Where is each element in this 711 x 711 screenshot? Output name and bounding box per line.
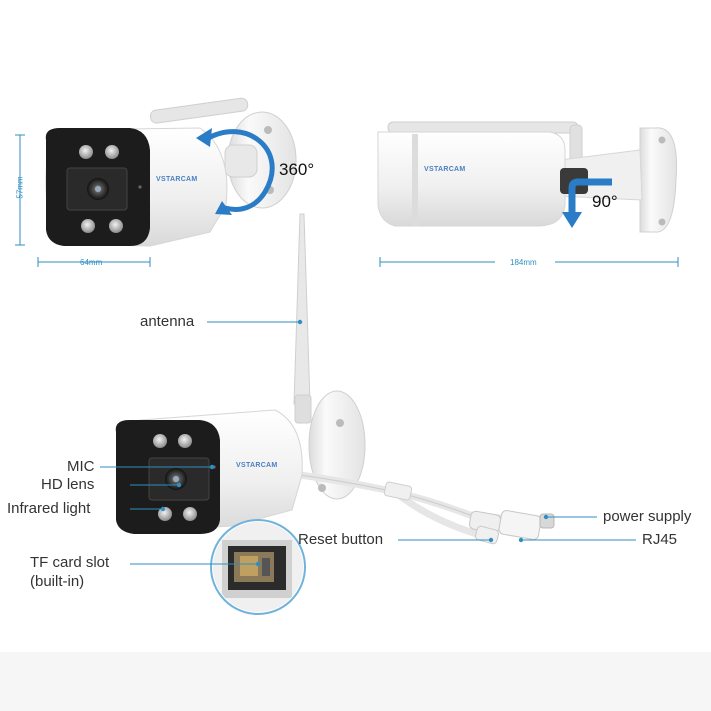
callout-reset-button: Reset button	[298, 531, 384, 548]
dimension-height-label: 57mm	[15, 176, 25, 199]
dimension-lines-front	[15, 134, 151, 267]
main-camera	[115, 213, 555, 545]
rotate-90-arrow	[562, 178, 612, 228]
callout-lines	[100, 319, 636, 567]
dimension-length-label: 184mm	[510, 258, 537, 267]
dimension-width-label: 64mm	[80, 258, 103, 267]
rotation-360-label: 360°	[279, 160, 315, 179]
callout-tf-card-slot: TF card slot	[30, 554, 110, 571]
brand-logo-main: VSTARCAM	[236, 462, 278, 469]
rotate-360-arrow	[196, 128, 275, 215]
front-view-camera	[45, 97, 297, 247]
rotation-90-label: 90°	[592, 192, 618, 211]
callout-rj45: RJ45	[642, 531, 678, 548]
callout-antenna: antenna	[140, 313, 195, 330]
tf-card-zoom	[210, 519, 306, 615]
callout-tf-card-note: (built-in)	[30, 573, 85, 590]
side-view-camera	[377, 121, 678, 233]
callout-power-supply: power supply	[603, 508, 692, 525]
callout-infrared-light: Infrared light	[7, 500, 91, 517]
brand-logo-front: VSTARCAM	[156, 176, 198, 183]
callout-mic: MIC	[67, 458, 95, 475]
brand-logo-side: VSTARCAM	[424, 166, 466, 173]
callout-hd-lens: HD lens	[41, 476, 95, 493]
dimension-line-side	[379, 257, 679, 267]
bottom-band	[0, 652, 711, 711]
